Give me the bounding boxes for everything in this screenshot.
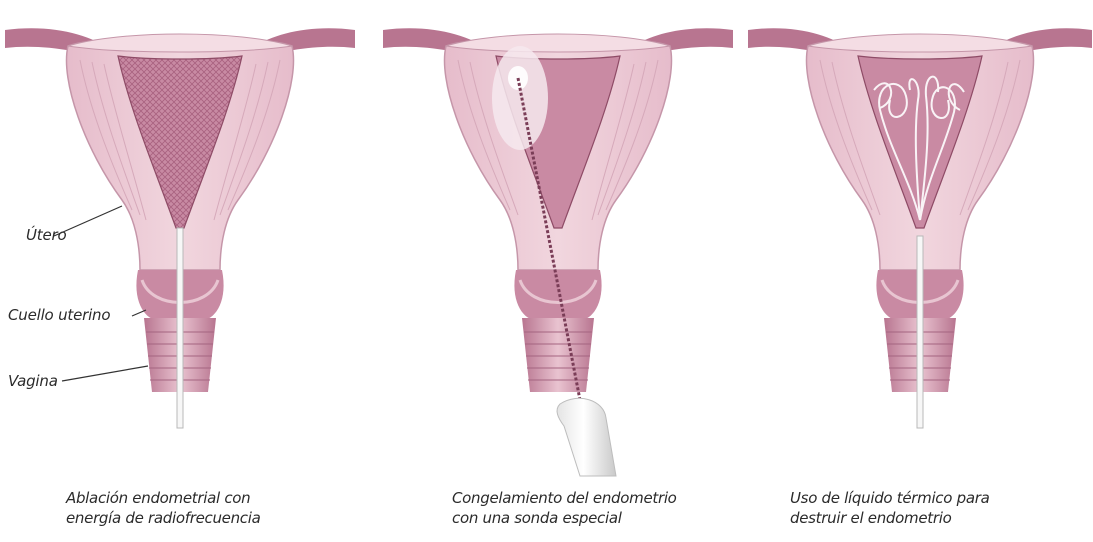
label-utero: Útero xyxy=(26,226,66,244)
uterus-diagram-2 xyxy=(383,28,733,476)
caption-2-line-2: con una sonda especial xyxy=(452,508,677,528)
label-vagina: Vagina xyxy=(8,372,58,390)
label-cuello-uterino: Cuello uterino xyxy=(8,306,110,324)
caption-thermal-fluid: Uso de líquido térmico para destruir el … xyxy=(790,488,989,528)
caption-radiofrequency: Ablación endometrial con energía de radi… xyxy=(66,488,261,528)
rf-device-rod xyxy=(177,228,183,428)
vagina-leader xyxy=(62,366,148,381)
caption-cryo: Congelamiento del endometrio con una son… xyxy=(452,488,677,528)
cuello-leader xyxy=(132,310,146,316)
caption-3-line-2: destruir el endometrio xyxy=(790,508,989,528)
caption-2-line-1: Congelamiento del endometrio xyxy=(452,488,677,508)
caption-3-line-1: Uso de líquido térmico para xyxy=(790,488,989,508)
thermal-catheter xyxy=(917,236,923,428)
caption-1-line-1: Ablación endometrial con xyxy=(66,488,261,508)
cryo-probe-handle xyxy=(557,398,616,476)
ice-ball xyxy=(492,46,548,150)
uterus-diagram-3 xyxy=(748,28,1092,428)
caption-1-line-2: energía de radiofrecuencia xyxy=(66,508,261,528)
